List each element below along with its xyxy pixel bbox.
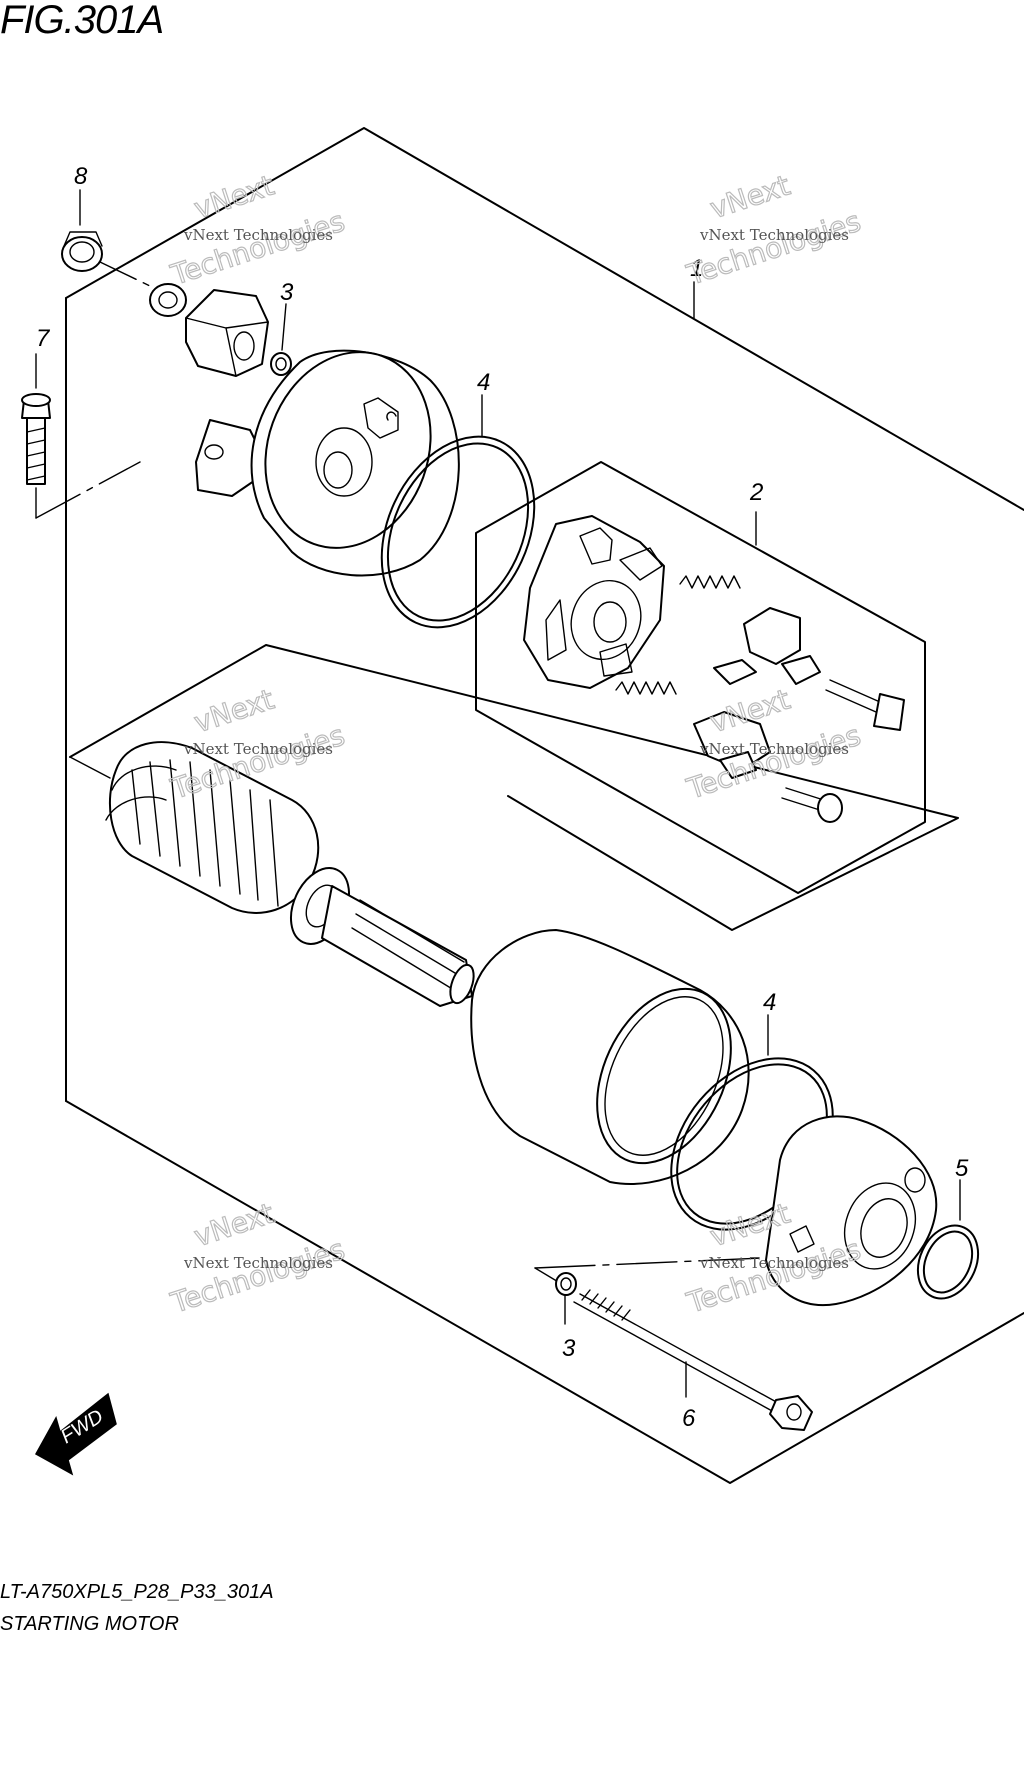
svg-text:vNext: vNext bbox=[706, 169, 794, 226]
callout-1: 1 bbox=[690, 255, 703, 282]
watermark-5: vNext Technologies vNext Technologies bbox=[166, 1196, 349, 1320]
svg-text:vNext: vNext bbox=[190, 683, 278, 740]
armature-boundary bbox=[69, 644, 959, 931]
svg-text:Technologies: Technologies bbox=[166, 205, 348, 292]
armature bbox=[105, 741, 475, 1007]
yoke bbox=[470, 929, 750, 1185]
callout-8: 8 bbox=[74, 163, 88, 190]
o-ring-part-3-top bbox=[270, 352, 292, 376]
callout-5: 5 bbox=[955, 1155, 969, 1182]
callout-4-top: 4 bbox=[477, 369, 490, 396]
callout-7: 7 bbox=[36, 325, 51, 352]
callout-2: 2 bbox=[749, 479, 763, 506]
svg-text:vNext Technologies: vNext Technologies bbox=[183, 226, 333, 244]
svg-text:Technologies: Technologies bbox=[166, 1233, 348, 1320]
brush-holder-plate bbox=[523, 515, 665, 689]
terminal-nut bbox=[149, 283, 187, 317]
fwd-arrow-icon: FWD bbox=[34, 1392, 117, 1476]
callout-6: 6 bbox=[682, 1405, 696, 1432]
watermark-1: vNext Technologies vNext Technologies bbox=[166, 168, 349, 292]
watermark-2: vNext Technologies vNext Technologies bbox=[682, 168, 865, 292]
svg-text:vNext Technologies: vNext Technologies bbox=[183, 740, 333, 758]
figure-title: FIG.301A bbox=[0, 0, 164, 42]
svg-text:vNext Technologies: vNext Technologies bbox=[699, 1254, 849, 1272]
assembly-boundary bbox=[65, 127, 1024, 1484]
o-ring-part-4-top bbox=[380, 435, 536, 629]
brush-springs bbox=[615, 575, 741, 695]
leader-lines bbox=[35, 189, 961, 1398]
svg-text:vNext Technologies: vNext Technologies bbox=[699, 740, 849, 758]
through-bolt-part-6 bbox=[573, 1289, 813, 1431]
flange-nut-part-8 bbox=[61, 231, 103, 272]
brushes bbox=[693, 607, 821, 779]
svg-text:Technologies: Technologies bbox=[682, 205, 864, 292]
terminal-insulator bbox=[185, 289, 269, 377]
svg-text:vNext: vNext bbox=[190, 169, 278, 226]
section-name: STARTING MOTOR bbox=[0, 1613, 179, 1635]
model-code: LT-A750XPL5_P28_P33_301A bbox=[0, 1581, 274, 1603]
watermarks: vNext Technologies vNext Technologies vN… bbox=[166, 168, 865, 1320]
callout-labels: 1 2 3 4 4 5 3 6 7 8 bbox=[36, 163, 969, 1432]
svg-text:vNext Technologies: vNext Technologies bbox=[699, 226, 849, 244]
o-ring-part-5 bbox=[916, 1224, 980, 1300]
brush-holder-bolts bbox=[781, 679, 905, 823]
svg-text:vNext: vNext bbox=[190, 1197, 278, 1254]
callout-4-bottom: 4 bbox=[763, 989, 776, 1016]
callout-3-top: 3 bbox=[280, 279, 294, 306]
svg-text:vNext Technologies: vNext Technologies bbox=[183, 1254, 333, 1272]
front-end-housing bbox=[765, 1115, 938, 1307]
rear-end-housing bbox=[195, 349, 460, 577]
callout-3-bottom: 3 bbox=[562, 1335, 576, 1362]
brush-holder-boundary bbox=[475, 461, 926, 894]
o-ring-part-3-bottom bbox=[555, 1272, 577, 1296]
bolt-part-7 bbox=[21, 393, 51, 485]
